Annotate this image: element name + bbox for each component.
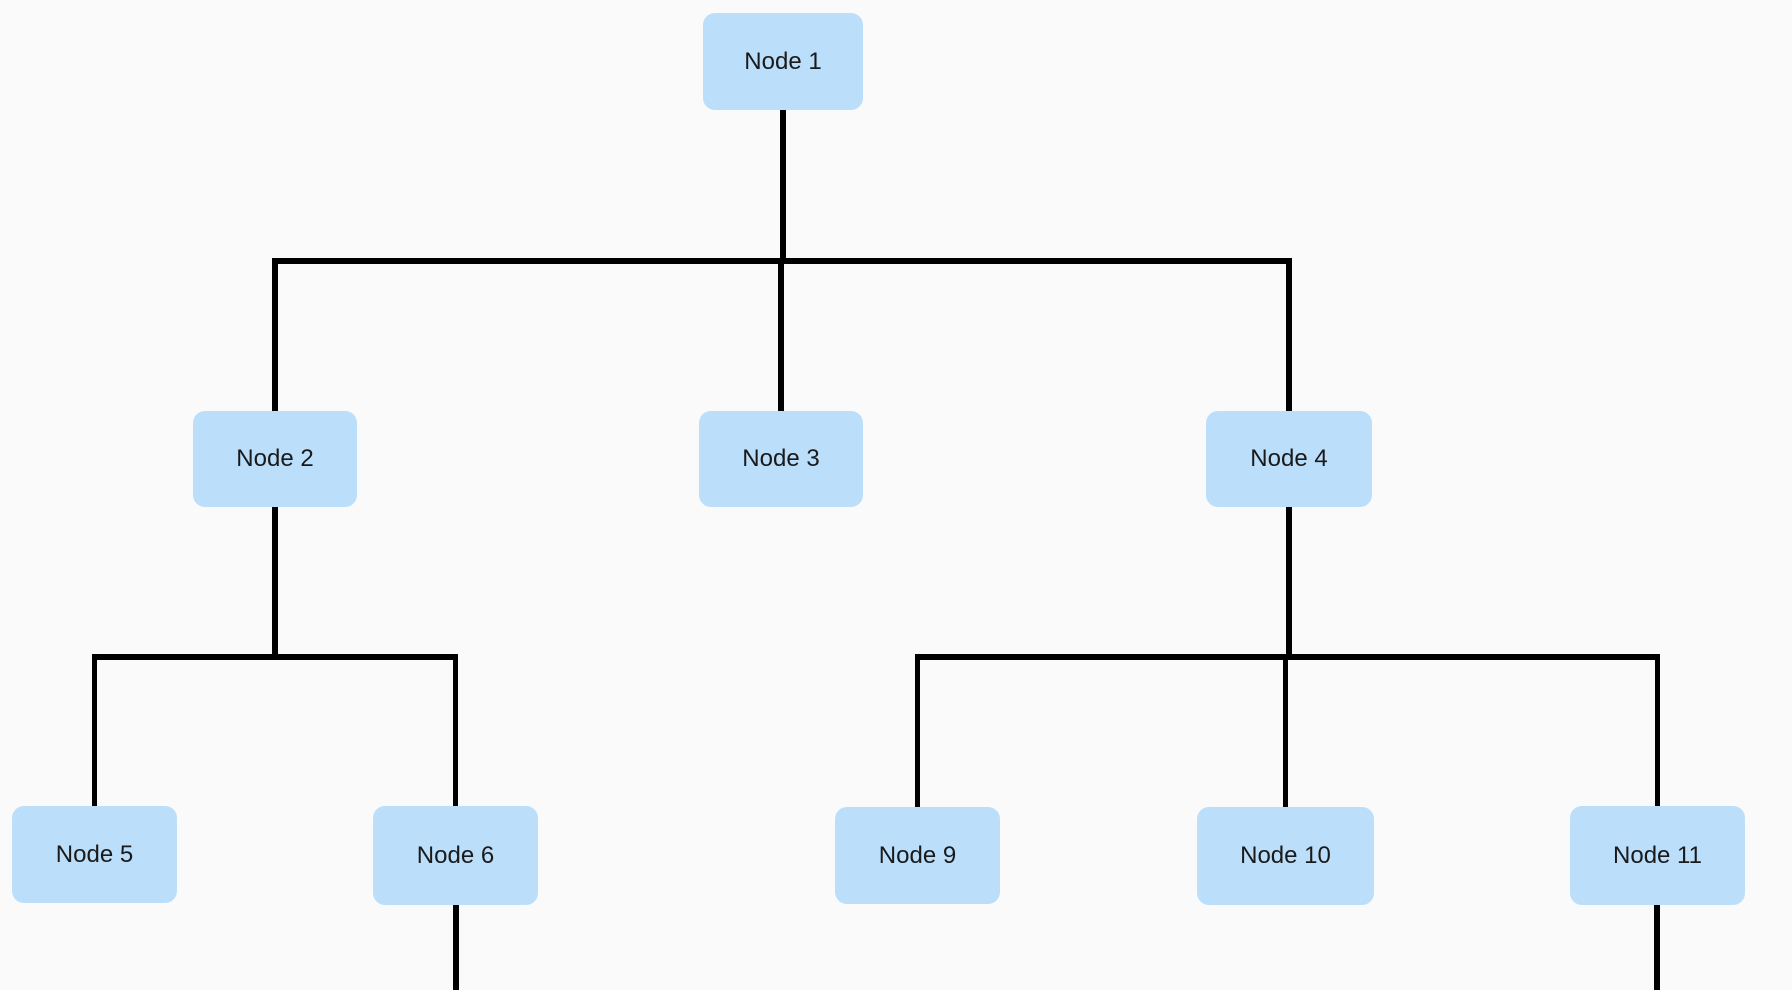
- edge-segment: [272, 258, 786, 264]
- tree-node-label: Node 5: [55, 840, 134, 868]
- edge-segment: [91, 654, 278, 660]
- tree-node-2[interactable]: Node 2: [193, 411, 357, 507]
- tree-node-label: Node 9: [878, 841, 957, 869]
- tree-node-5[interactable]: Node 5: [12, 806, 177, 903]
- edge-segment: [453, 903, 459, 990]
- edge-segment: [1286, 654, 1661, 660]
- edge-segment: [914, 654, 1292, 660]
- tree-node-6[interactable]: Node 6: [373, 806, 538, 905]
- edge-segment: [452, 654, 459, 806]
- edge-segment: [272, 654, 459, 660]
- tree-node-label: Node 1: [744, 47, 822, 75]
- tree-node-3[interactable]: Node 3: [699, 411, 863, 507]
- tree-node-label: Node 10: [1240, 842, 1331, 869]
- tree-node-11[interactable]: Node 11: [1570, 806, 1745, 905]
- edge-segment: [1654, 903, 1660, 990]
- edge-segment: [91, 654, 98, 806]
- edge-segment: [272, 507, 278, 660]
- edge-segment: [1286, 258, 1292, 411]
- tree-node-1[interactable]: Node 1: [703, 13, 863, 110]
- tree-node-10[interactable]: Node 10: [1197, 807, 1374, 905]
- edge-segment: [780, 258, 1292, 264]
- edge-segment: [272, 258, 278, 411]
- edge-segment: [1282, 654, 1289, 807]
- edge-segment: [780, 110, 786, 264]
- tree-node-label: Node 4: [1250, 445, 1328, 472]
- edge-segment: [1654, 654, 1661, 806]
- edge-segment: [914, 654, 921, 807]
- tree-node-label: Node 11: [1613, 841, 1702, 869]
- edge-segment: [778, 258, 784, 411]
- tree-node-4[interactable]: Node 4: [1206, 411, 1372, 507]
- tree-node-label: Node 3: [742, 445, 820, 472]
- tree-node-9[interactable]: Node 9: [835, 807, 1000, 904]
- tree-node-label: Node 2: [236, 445, 314, 472]
- tree-node-label: Node 6: [416, 841, 495, 869]
- edge-segment: [1286, 507, 1292, 660]
